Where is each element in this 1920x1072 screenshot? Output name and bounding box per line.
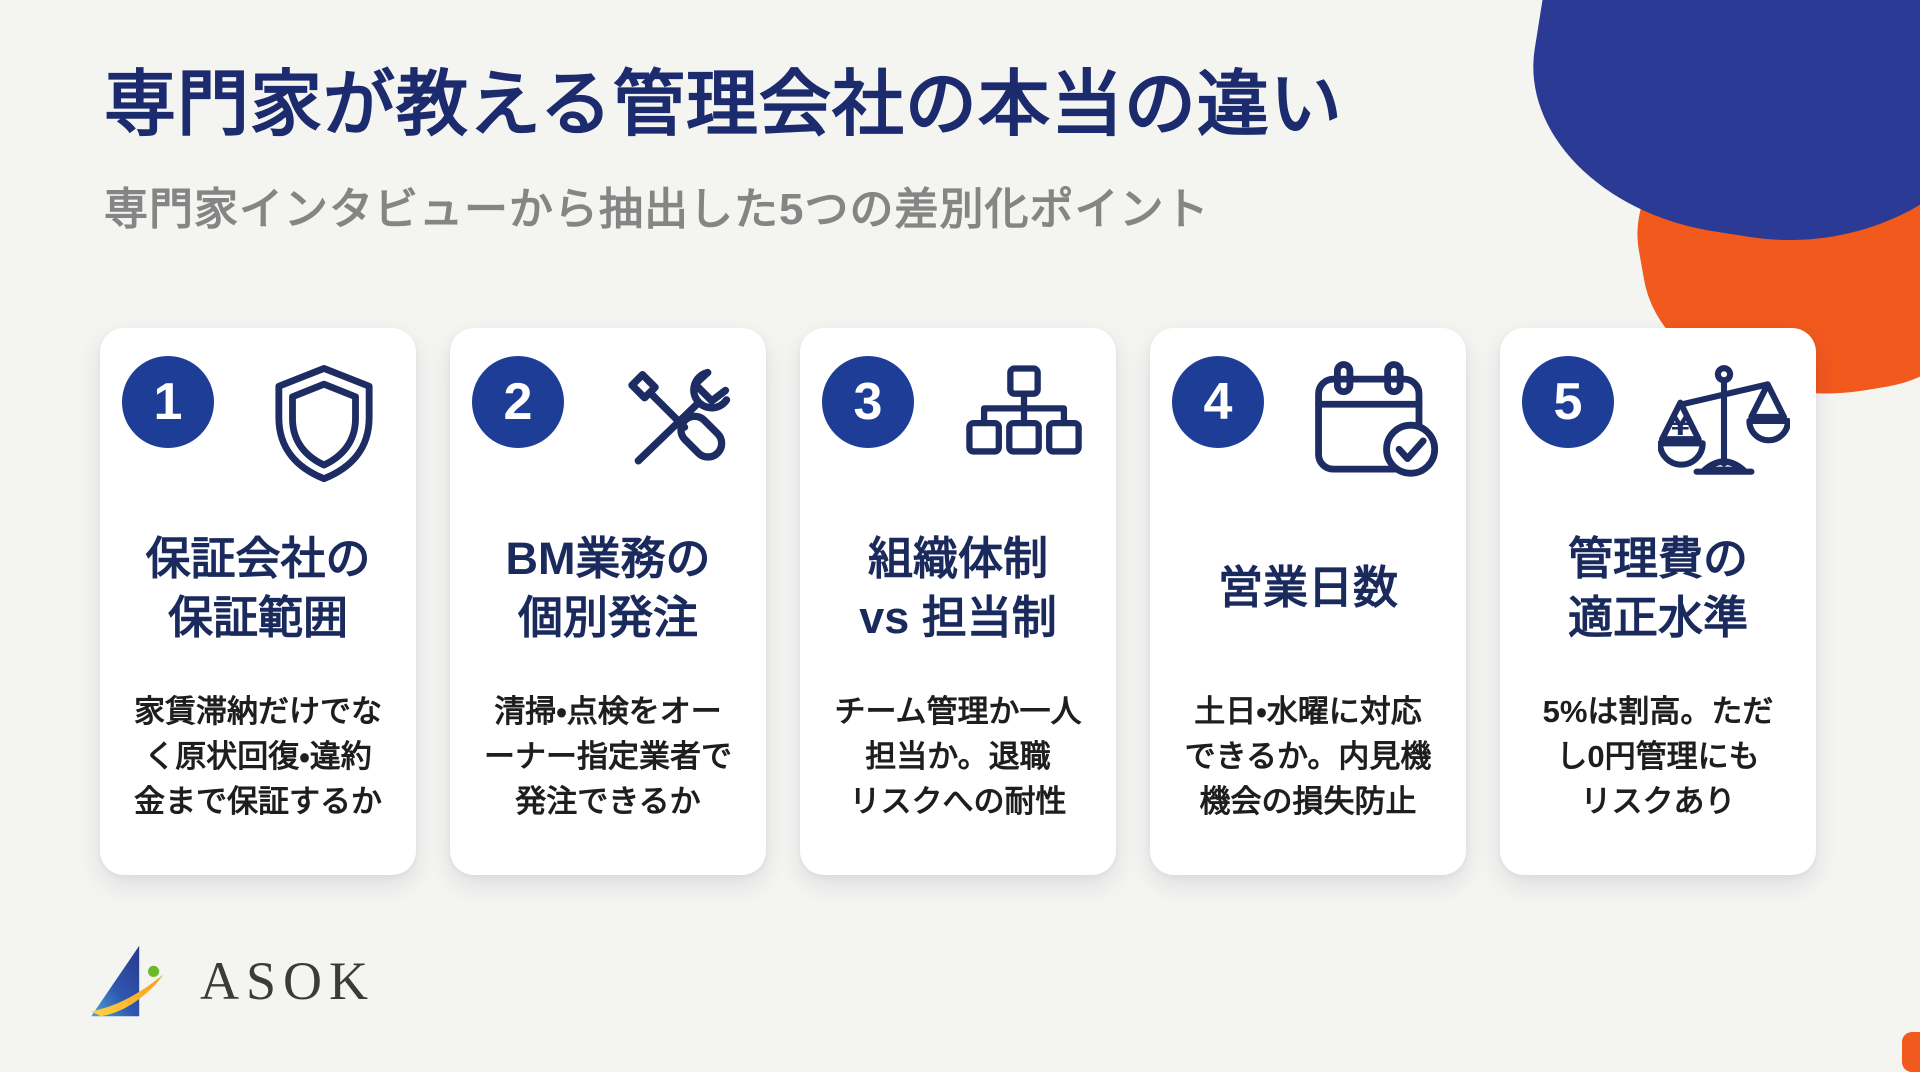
card-head: 1 (122, 354, 394, 496)
page-subtitle: 専門家インタビューから抽出した5つの差別化ポイント (104, 184, 1210, 234)
card-title: 営業日数 (1217, 562, 1398, 614)
svg-text:¥: ¥ (1671, 411, 1690, 442)
page-title: 専門家が教える管理会社の本当の違い (104, 65, 1343, 145)
card-head: 3 (822, 354, 1094, 496)
balance-scale-icon: ¥ (1654, 358, 1794, 496)
card-title: 保証会社の 保証範囲 (145, 532, 371, 643)
card-title: 組織体制 vs 担当制 (859, 532, 1057, 643)
number-badge: 1 (122, 356, 214, 448)
asok-logo-mark (91, 945, 164, 1017)
logo-green-dot (148, 965, 160, 977)
number-badge: 4 (1172, 356, 1264, 448)
number-badge: 5 (1522, 356, 1614, 448)
points-cards-row: 1 保証会社の 保証範囲 家賃滞納だけでな く原状回復・違約 金まで保証するか … (100, 328, 1816, 875)
card-bm-ordering: 2 BM業務の 個別発注 清掃・点検をオー ーナー指定業者で 発注できるか (450, 328, 766, 875)
right-edge-orange-tab (1902, 1032, 1920, 1072)
shield-icon (254, 358, 394, 496)
card-head: 2 (472, 354, 744, 496)
card-head: 4 (1172, 354, 1444, 496)
org-chart-icon (954, 358, 1094, 496)
number-badge: 2 (472, 356, 564, 448)
card-description: チーム管理か一人 担当か。退職 リスクへの耐性 (834, 694, 1082, 819)
card-description: 5%は割高。ただ し0円管理にも リスクあり (1542, 694, 1774, 819)
card-title: 管理費の 適正水準 (1567, 532, 1748, 643)
logo-text: ASOK (200, 951, 376, 1011)
card-description: 土日・水曜に対応 できるか。内見機 機会の損失防止 (1184, 694, 1432, 819)
card-guarantee-scope: 1 保証会社の 保証範囲 家賃滞納だけでな く原状回復・違約 金まで保証するか (100, 328, 416, 875)
card-head: 5 ¥ (1522, 354, 1794, 496)
header: 専門家が教える管理会社の本当の違い 専門家インタビューから抽出した5つの差別化ポ… (0, 0, 1920, 237)
card-title: BM業務の 個別発注 (505, 532, 711, 643)
card-business-days: 4 営業日数 土日・水曜に対応 できるか。内見機 機会の損失防止 (1150, 328, 1466, 875)
number-badge: 3 (822, 356, 914, 448)
crossed-tools-icon (604, 358, 744, 496)
calendar-check-icon (1304, 358, 1444, 496)
card-description: 清掃・点検をオー ーナー指定業者で 発注できるか (484, 694, 732, 819)
card-description: 家賃滞納だけでな く原状回復・違約 金まで保証するか (134, 694, 382, 819)
card-org-structure: 3 組織体制 vs 担当制 チーム管理か一人 担当か。退職 リスクへの耐性 (800, 328, 1116, 875)
card-fee-level: 5 ¥ 管理費の 適正水準 (1500, 328, 1816, 875)
footer-logo: ASOK (88, 938, 375, 1024)
